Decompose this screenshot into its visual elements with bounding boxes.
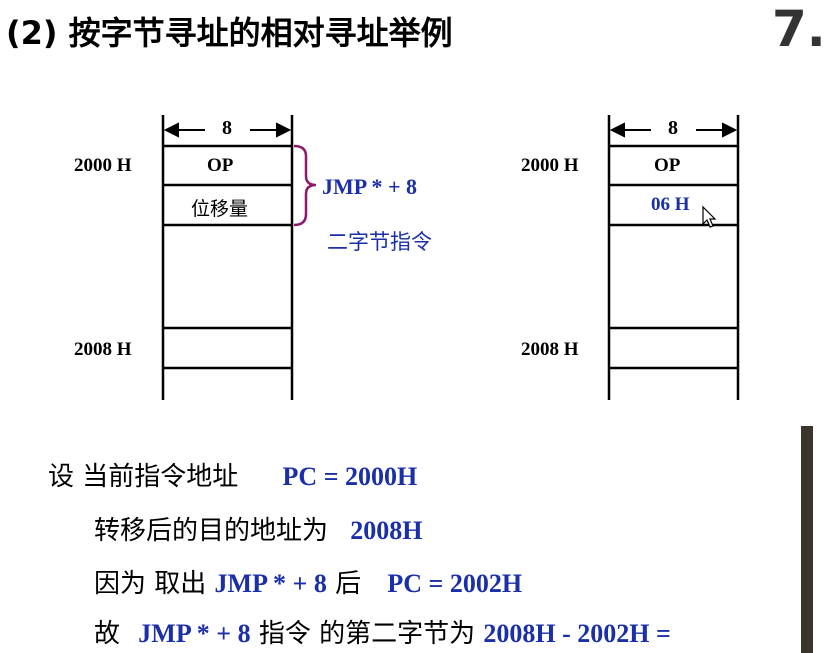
line2-target-address: 2008H <box>350 516 423 545</box>
left-cell-op: OP <box>207 155 234 176</box>
line4-therefore: 故 <box>94 619 121 649</box>
line3-because: 因为 取出 <box>94 569 207 599</box>
explanation-line-3: 因为 取出 JMP * + 8 后 PC = 2002H <box>94 563 522 600</box>
left-width-arrow <box>163 122 292 138</box>
left-address-2000: 2000 H <box>74 155 132 176</box>
right-cell-op: OP <box>654 155 681 176</box>
right-width-arrow <box>609 122 738 138</box>
right-memory-diagram <box>607 115 740 400</box>
line4-second-byte: 指令 的第二字节为 <box>258 619 476 649</box>
line1-pc-value: PC = 2000H <box>282 462 418 491</box>
line2-text: 转移后的目的地址为 <box>94 516 329 546</box>
line4-computation: 2008H - 2002H = <box>483 619 671 648</box>
right-width-label: 8 <box>668 117 678 139</box>
left-address-2008: 2008 H <box>74 339 132 360</box>
brace-instruction-label: JMP * + 8 <box>322 174 418 199</box>
line3-pc-value: PC = 2002H <box>387 569 523 598</box>
right-address-2000: 2000 H <box>521 155 579 176</box>
instruction-brace <box>293 144 317 227</box>
mouse-cursor-icon <box>702 205 717 228</box>
left-cell-displacement: 位移量 <box>191 198 249 220</box>
left-memory-diagram <box>161 115 294 400</box>
line3-after: 后 <box>335 569 362 599</box>
right-cell-displacement: 06 H <box>651 194 690 215</box>
video-overlay-strip <box>801 426 813 653</box>
right-address-2008: 2008 H <box>521 339 579 360</box>
explanation-line-1: 设 当前指令地址 PC = 2000H <box>48 456 417 493</box>
line3-instruction: JMP * + 8 <box>214 569 327 598</box>
left-width-label: 8 <box>222 117 232 139</box>
page-title: (2) 按字节寻址的相对寻址举例 <box>6 14 453 52</box>
explanation-line-2: 转移后的目的地址为 2008H <box>94 510 423 547</box>
line4-instruction: JMP * + 8 <box>138 619 251 648</box>
explanation-line-4: 故 JMP * + 8 指令 的第二字节为 2008H - 2002H = <box>94 613 671 650</box>
brace-description-label: 二字节指令 <box>327 230 432 254</box>
line1-prefix: 设 当前指令地址 <box>48 462 239 492</box>
page-number: 7. <box>772 0 826 58</box>
